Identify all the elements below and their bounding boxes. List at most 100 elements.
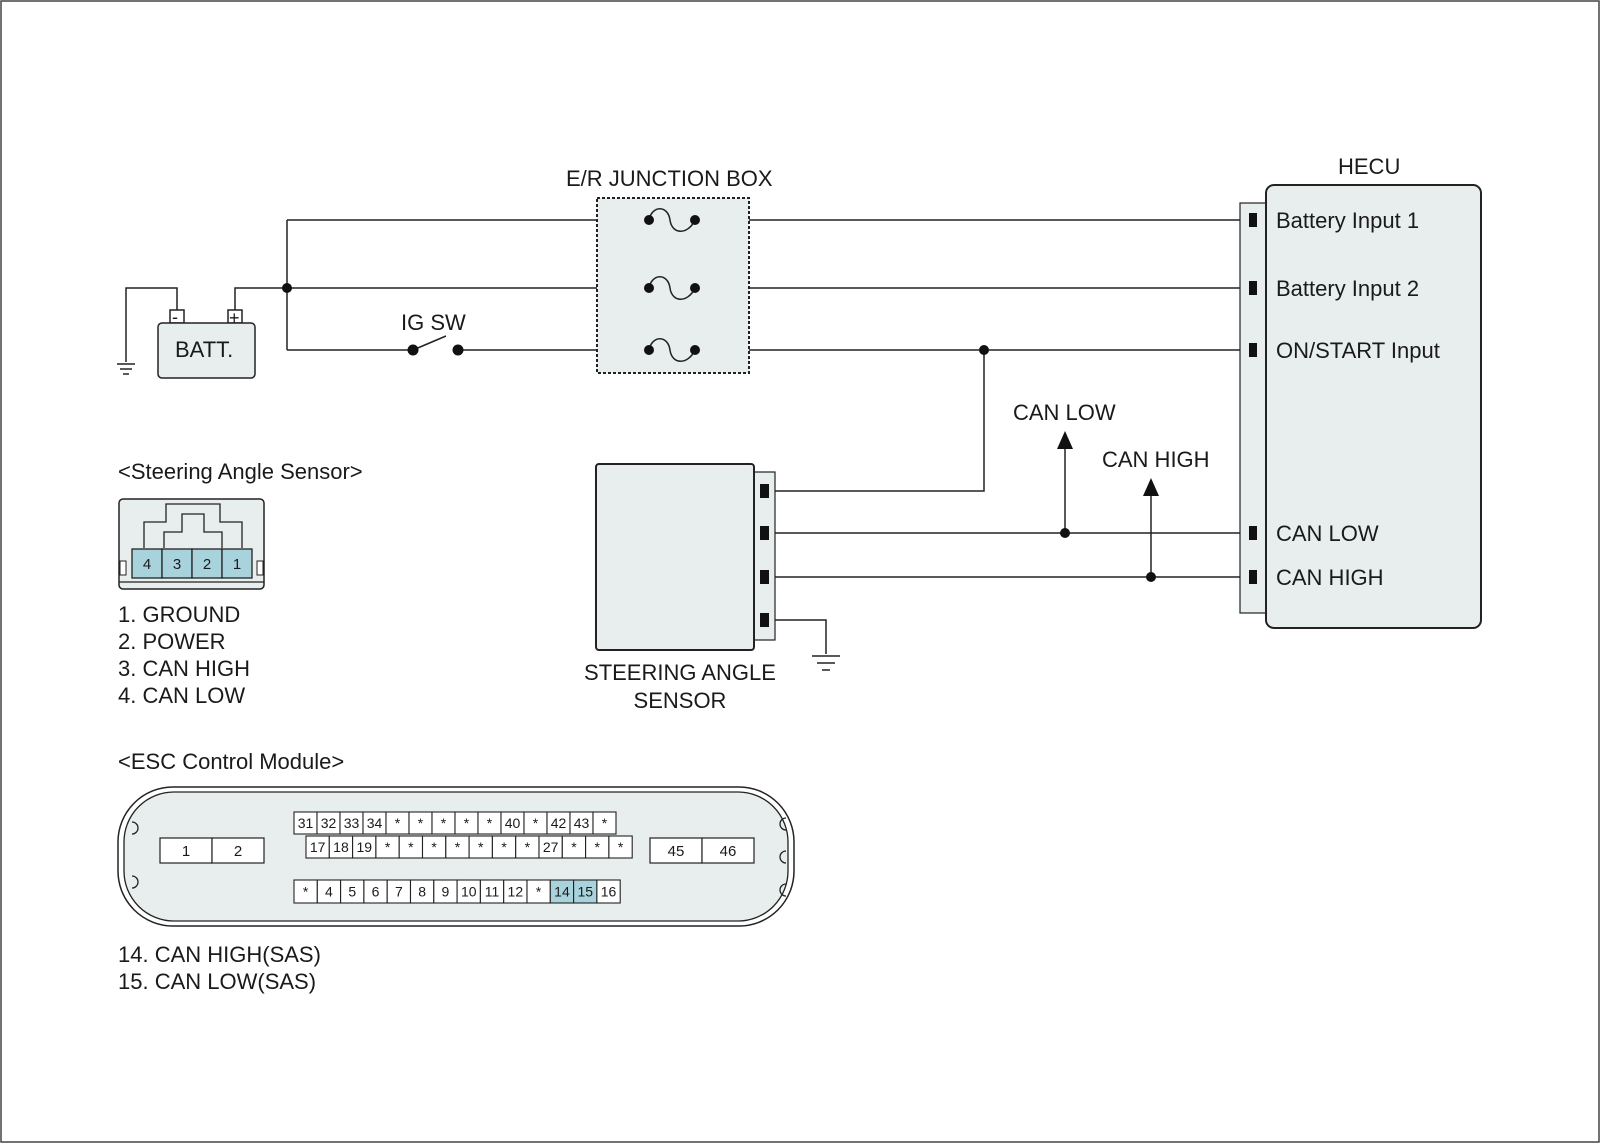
esc-pin: 27 (543, 839, 559, 855)
esc-legend-item: 15. CAN LOW(SAS) (118, 969, 316, 994)
fuse-terminal (690, 215, 700, 225)
esc-pin: 32 (321, 815, 337, 831)
esc-pin: 34 (367, 815, 383, 831)
esc-pin: * (441, 815, 447, 831)
hecu-terminals (1249, 213, 1257, 584)
sas-connector-title: <Steering Angle Sensor> (118, 459, 363, 484)
battery-plus-sign: + (229, 308, 240, 328)
fuse-terminal (644, 345, 654, 355)
hecu-pin-can-high: CAN HIGH (1276, 565, 1384, 590)
sensor-terminal (760, 570, 769, 584)
hecu-terminal (1249, 570, 1257, 584)
hecu-connector-strip (1239, 202, 1267, 614)
sas-pin: 3 (173, 556, 181, 573)
wires (125, 219, 1253, 654)
esc-pin: 16 (601, 884, 617, 900)
esc-pin: 17 (310, 839, 326, 855)
junction-dot (282, 283, 292, 293)
arrow-up-icon (1143, 478, 1159, 496)
esc-pin: 12 (508, 884, 524, 900)
esc-pin: * (478, 839, 484, 855)
esc-pin: * (303, 884, 309, 900)
esc-pin: 9 (442, 884, 450, 900)
esc-pin: 1 (182, 843, 190, 860)
fuse-terminal (690, 345, 700, 355)
wire-sensor-ground (760, 619, 827, 654)
sas-pin-cells (131, 548, 253, 579)
sas-legend-item: 4. CAN LOW (118, 683, 245, 708)
esc-pin: 6 (372, 884, 380, 900)
sensor-label-line1: STEERING ANGLE (584, 660, 776, 685)
wire-sensor-power (760, 350, 985, 492)
junction-dot (979, 345, 989, 355)
esc-pin: * (571, 839, 577, 855)
esc-legend-item: 14. CAN HIGH(SAS) (118, 942, 321, 967)
esc-pin: 4 (325, 884, 333, 900)
hecu-title: HECU (1338, 154, 1400, 179)
esc-pin-cell (701, 837, 755, 864)
wire-batt-plus (234, 287, 287, 310)
fuses (620, 208, 720, 362)
esc-pin-cell (159, 837, 213, 864)
ground-symbol-sensor (812, 655, 840, 671)
sas-legend-item: 1. GROUND (118, 602, 240, 627)
hecu-pin-battery-input-2: Battery Input 2 (1276, 276, 1419, 301)
esc-pin: 19 (356, 839, 372, 855)
sensor-label-line2: SENSOR (634, 688, 727, 713)
fuse-icon (648, 276, 696, 300)
esc-pin: * (501, 839, 507, 855)
wire-batt-minus (125, 287, 178, 362)
esc-pin: 31 (298, 815, 314, 831)
ig-switch-label: IG SW (401, 310, 466, 335)
hecu-pin-can-low: CAN LOW (1276, 521, 1379, 546)
esc-pin: 43 (574, 815, 590, 831)
esc-pin: * (464, 815, 470, 831)
battery: - + BATT. (157, 307, 256, 379)
hecu-terminal (1249, 281, 1257, 295)
ig-switch-contact (452, 344, 464, 356)
hecu-box (1265, 184, 1482, 629)
arrow-up-icon (1057, 431, 1073, 449)
esc-pin: 18 (333, 839, 349, 855)
esc-pin-cell (592, 811, 617, 835)
esc-pin: * (418, 815, 424, 831)
esc-pin: 10 (461, 884, 477, 900)
sas-legend-item: 3. CAN HIGH (118, 656, 250, 681)
esc-pin-cell (596, 879, 621, 904)
esc-pin: 42 (551, 815, 567, 831)
esc-pin: * (431, 839, 437, 855)
esc-pin: 46 (720, 843, 737, 860)
esc-pin: 40 (505, 815, 521, 831)
hecu-terminal (1249, 343, 1257, 357)
sas-pin: 2 (203, 556, 211, 573)
ig-switch-contact (407, 344, 419, 356)
esc-pin: 7 (395, 884, 403, 900)
esc-pin: 11 (485, 884, 500, 900)
esc-pin-cell (211, 837, 265, 864)
esc-pin: * (408, 839, 414, 855)
sas-pin: 1 (233, 556, 241, 573)
battery-minus-sign: - (172, 307, 178, 327)
sas-pin: 4 (143, 556, 151, 573)
sensor-terminals (760, 484, 769, 627)
fuse-icon (648, 208, 696, 232)
sensor-terminal (760, 484, 769, 498)
hecu-terminal (1249, 213, 1257, 227)
can-low-bus-label: CAN LOW (1013, 400, 1116, 425)
can-high-bus-label: CAN HIGH (1102, 447, 1210, 472)
sensor-terminal (760, 526, 769, 540)
esc-pin: 45 (668, 843, 685, 860)
esc-pin: 2 (234, 843, 242, 860)
esc-pin: * (595, 839, 601, 855)
esc-pin: * (602, 815, 608, 831)
esc-pin: * (455, 839, 461, 855)
junction-dots (282, 283, 1156, 582)
esc-pin: 8 (418, 884, 426, 900)
hecu-pin-on-start: ON/START Input (1276, 338, 1440, 363)
esc-pin: * (395, 815, 401, 831)
wire-ig-switch-blade (412, 335, 447, 351)
junction-dot (1146, 572, 1156, 582)
